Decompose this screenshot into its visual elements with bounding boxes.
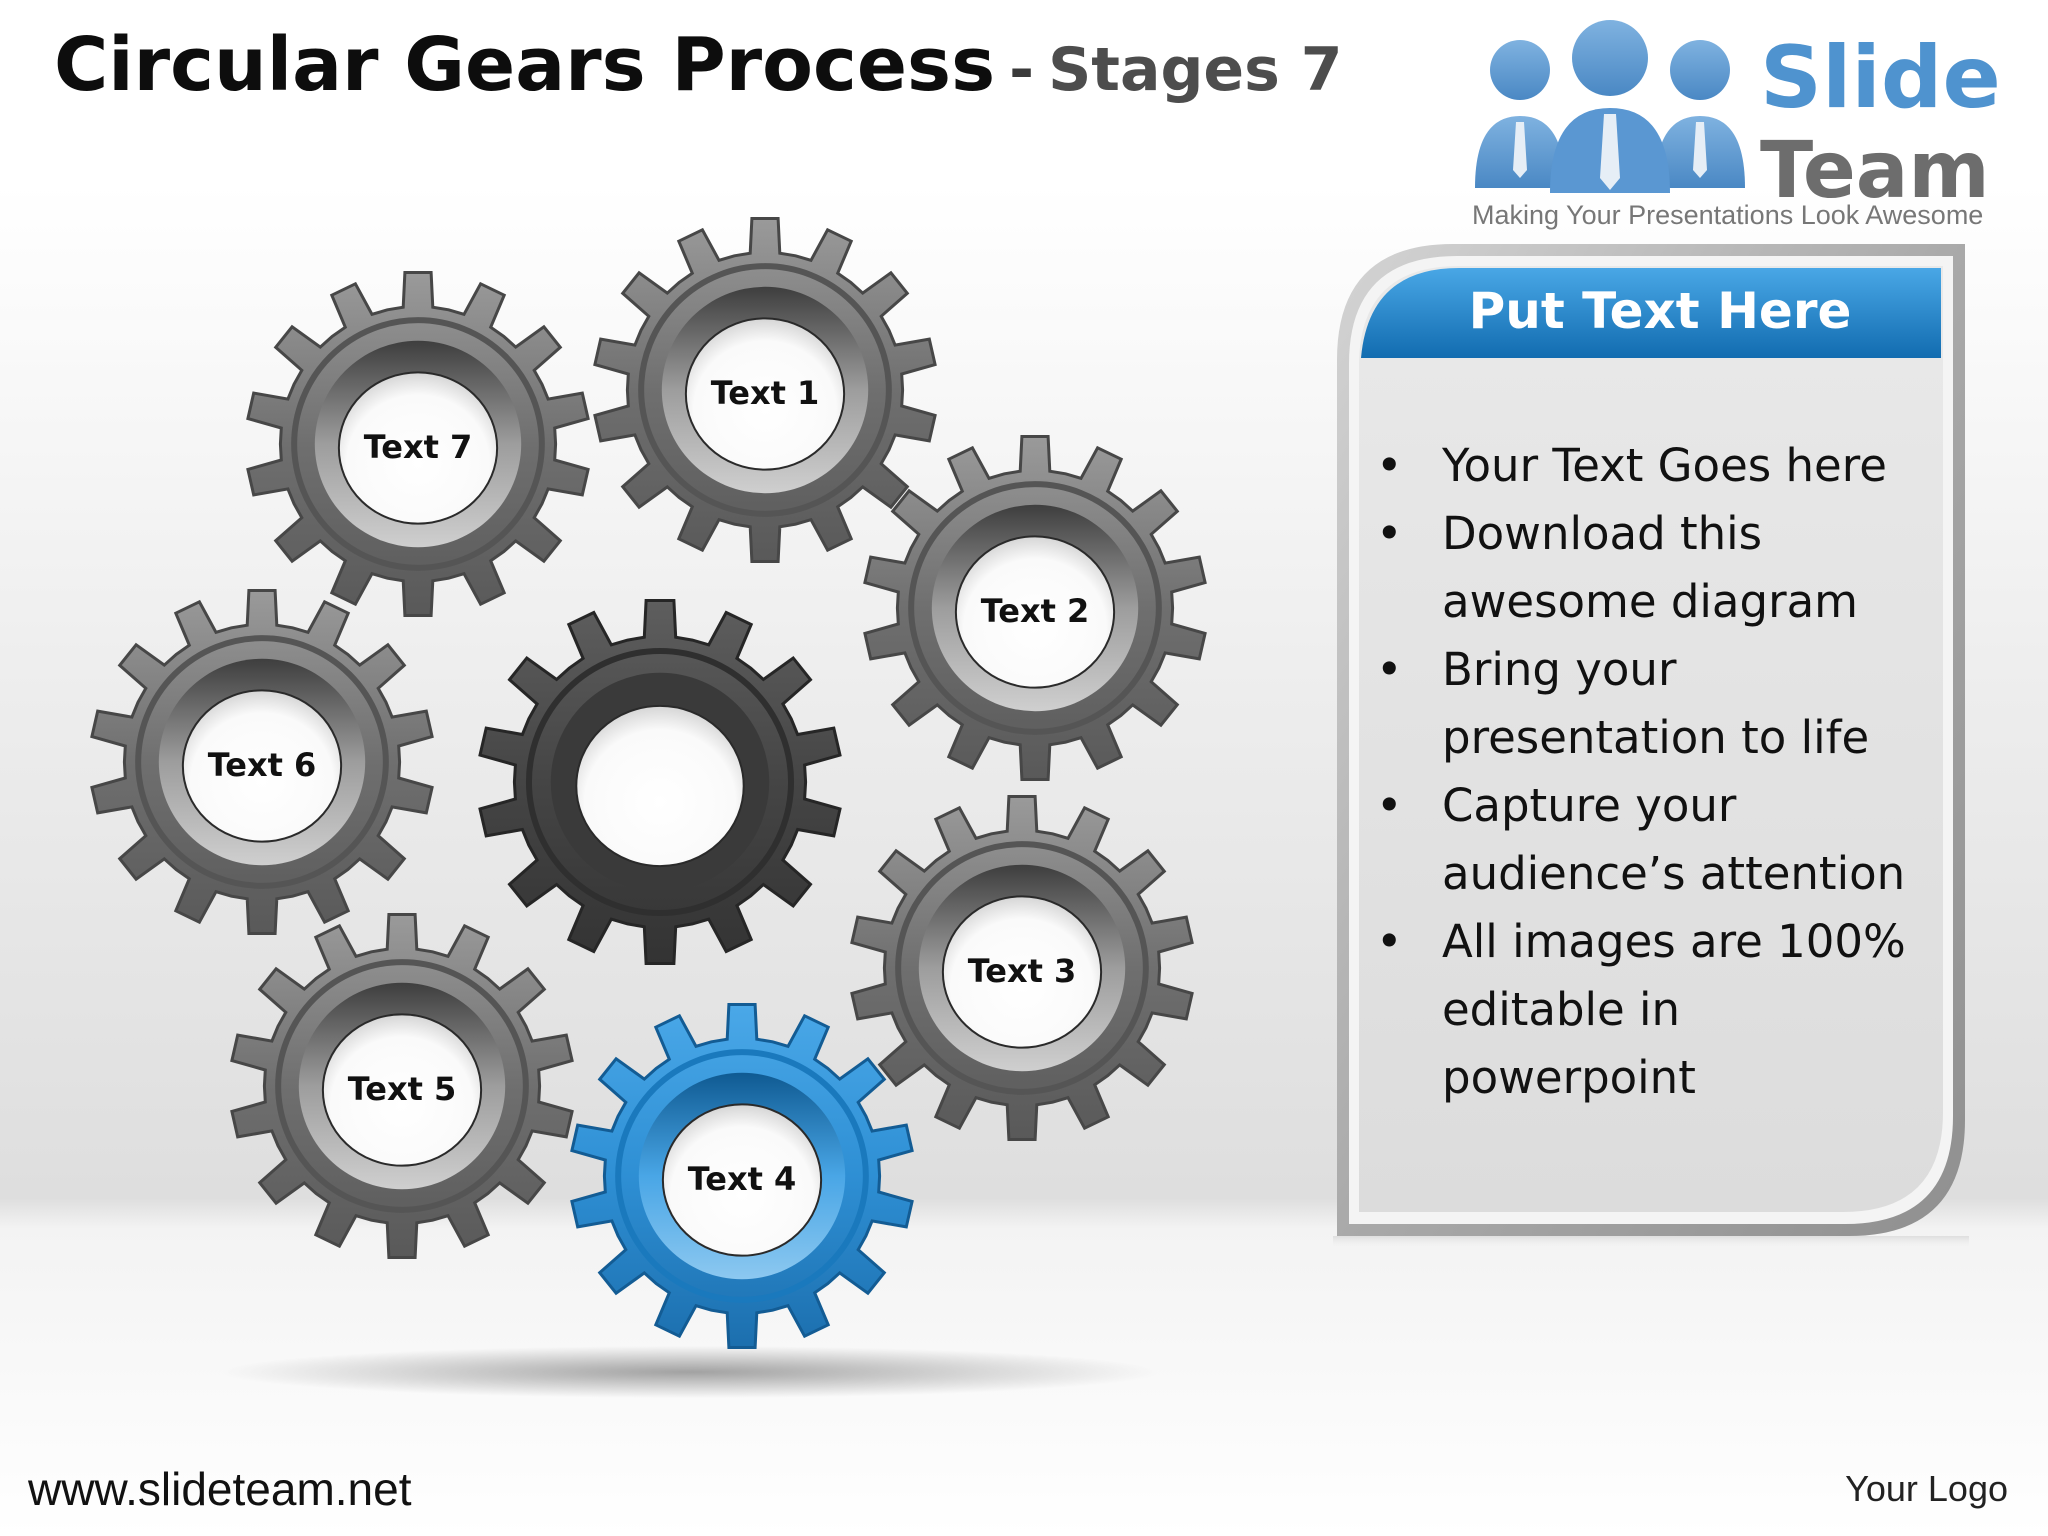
title-separator: - (1009, 35, 1035, 105)
title-main: Circular Gears Process (54, 22, 996, 108)
gear-7-hole (337, 371, 499, 525)
panel-title: Put Text Here (1468, 282, 1852, 340)
gear-6: Text 6 (90, 589, 434, 935)
gear-4-rim (615, 1049, 869, 1303)
gear-center-hole (575, 704, 745, 868)
bullet-item: Capture your audience’s attention (1376, 772, 1936, 908)
gear-5-hole (321, 1013, 483, 1167)
gear-6-label: Text 6 (208, 746, 317, 784)
gear-2-hole (954, 535, 1116, 689)
gear-6-rim (135, 635, 389, 889)
people-logo-icon (1475, 20, 1745, 193)
footer-url: www.slideteam.net (28, 1463, 412, 1515)
gear-5-label: Text 5 (348, 1070, 457, 1108)
gear-3: Text 3 (850, 795, 1194, 1141)
gear-4-hole (661, 1103, 823, 1257)
gear-3-rim (895, 841, 1149, 1095)
gear-1: Text 1 (593, 217, 937, 563)
gear-center (478, 599, 842, 965)
bullet-item: Bring your presentation to life (1376, 636, 1936, 772)
gear-4: Text 4 (570, 1003, 914, 1349)
logo-tagline: Making Your Presentations Look Awesome (1472, 200, 1984, 230)
gear-2-label: Text 2 (981, 592, 1090, 630)
logo-brand-slide: Slide (1760, 28, 2001, 128)
gear-7: Text 7 (246, 271, 590, 617)
bullet-item: Download this awesome diagram (1376, 500, 1936, 636)
gear-center-rim (525, 647, 795, 917)
gear-5-rim (275, 959, 529, 1213)
gear-2: Text 2 (863, 435, 1207, 781)
footer-logo-text: Your Logo (1845, 1468, 2008, 1509)
gear-1-hole (684, 317, 846, 471)
gear-1-label: Text 1 (711, 374, 820, 412)
bullet-item: Your Text Goes here (1376, 432, 1936, 500)
gear-7-label: Text 7 (364, 428, 473, 466)
gear-7-rim (291, 317, 545, 571)
gear-4-label: Text 4 (688, 1160, 797, 1198)
slideteam-logo: Slide Team Making Your Presentations Loo… (1460, 18, 2020, 238)
logo-brand-team: Team (1760, 126, 1990, 216)
panel-header-bar (1361, 268, 1941, 358)
page-title: Circular Gears Process-Stages 7 (54, 22, 1342, 108)
gear-6-hole (181, 689, 343, 843)
title-subtitle: Stages 7 (1048, 35, 1343, 105)
gear-2-rim (908, 481, 1162, 735)
gear-3-hole (941, 895, 1103, 1049)
bullet-item: All images are 100% editable in powerpoi… (1376, 908, 1936, 1112)
gear-3-label: Text 3 (968, 952, 1077, 990)
gear-1-rim (638, 263, 892, 517)
gear-5: Text 5 (230, 913, 574, 1259)
bullet-list: Your Text Goes here Download this awesom… (1376, 432, 1936, 1112)
floor-shadow (220, 1346, 1160, 1398)
